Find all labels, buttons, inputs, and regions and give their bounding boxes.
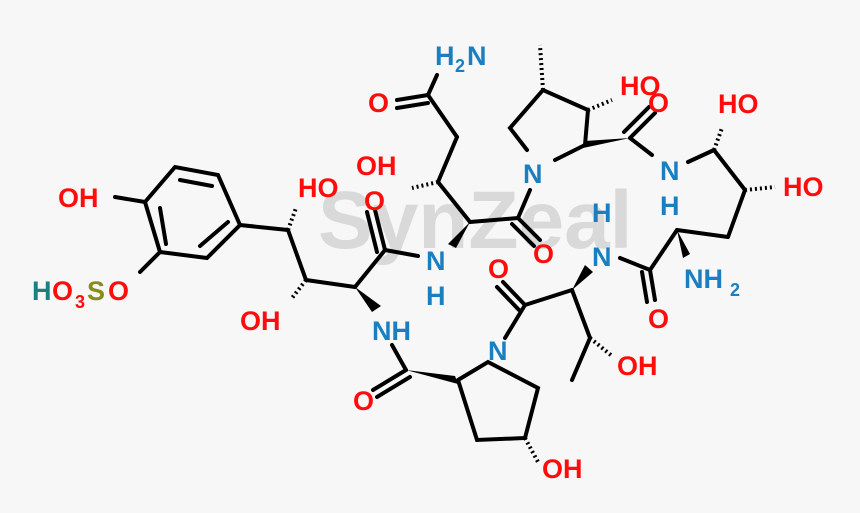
label-o-center-carbonyl: O — [533, 239, 554, 269]
label-h2n-h: H — [435, 41, 455, 71]
label-sulfo-3: 3 — [75, 292, 85, 312]
label-oh-thr: OH — [617, 351, 658, 381]
label-ho-benzyl: HO — [298, 173, 339, 203]
label-nh2-orn-sub: 2 — [730, 280, 740, 300]
label-ho-mepro: HO — [620, 71, 661, 101]
atom-labels: OH H O 3 S O HO OH NH O OH N O OH N H O … — [32, 41, 824, 484]
label-oh-lower: OH — [240, 306, 281, 336]
label-n-orn: N — [660, 156, 680, 186]
label-ho-orn-2: HO — [783, 172, 824, 202]
label-oh-center: OH — [356, 151, 397, 181]
label-o-thr-carbonyl: O — [488, 254, 509, 284]
label-nh2-orn: NH — [684, 264, 723, 294]
bonds — [113, 44, 776, 463]
label-sulfo-o: O — [108, 276, 129, 306]
label-sulfo-s: S — [87, 276, 105, 306]
label-h2n-n: N — [467, 41, 487, 71]
label-o-mepro-carbonyl: O — [648, 88, 669, 118]
label-o-orn-carbonyl: O — [648, 304, 669, 334]
label-ar-oh: OH — [58, 183, 99, 213]
label-sulfo-h: H — [32, 276, 52, 306]
label-ho-orn-1: HO — [718, 89, 759, 119]
label-n-thr: N — [592, 242, 612, 272]
label-o-left-amide: O — [353, 386, 374, 416]
label-nh-left: NH — [372, 316, 411, 346]
label-sulfo-o3: O — [52, 276, 73, 306]
label-h-center: H — [426, 281, 446, 311]
label-h-orn: H — [660, 191, 680, 221]
label-o-asn: O — [368, 88, 389, 118]
label-o-center-amide: O — [364, 186, 385, 216]
label-oh-hyp-bottom: OH — [542, 454, 583, 484]
label-n-mepro: N — [523, 159, 543, 189]
label-h2n-2: 2 — [455, 56, 465, 76]
label-h-thr: H — [592, 198, 612, 228]
label-n-center: N — [426, 246, 446, 276]
label-n-hyp: N — [488, 336, 508, 366]
